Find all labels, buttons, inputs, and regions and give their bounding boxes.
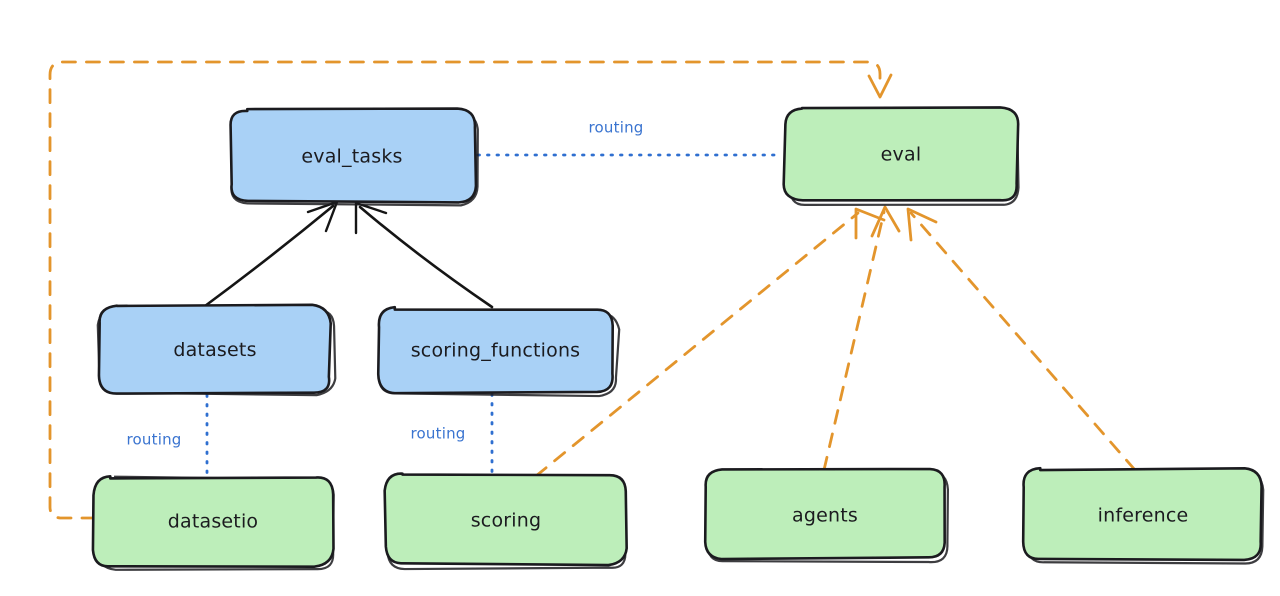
node-body[interactable] bbox=[383, 472, 628, 567]
edge-scoring_functions-to-eval_tasks[interactable] bbox=[354, 201, 494, 309]
node-body[interactable] bbox=[782, 106, 1020, 202]
node-body[interactable] bbox=[376, 305, 615, 395]
solid-edges-group bbox=[203, 200, 494, 309]
edge-label-routing-scoringfn-scoring: routing bbox=[411, 425, 466, 443]
dependency-edges-group bbox=[48, 60, 1137, 520]
node-label-scoring_functions: scoring_functions bbox=[411, 340, 581, 362]
node-body[interactable] bbox=[229, 107, 478, 204]
node-scoring_functions[interactable]: scoring_functions bbox=[376, 305, 621, 398]
routing-edges-group bbox=[205, 153, 784, 476]
edge-agents-to-eval[interactable] bbox=[822, 205, 901, 472]
node-label-datasets: datasets bbox=[173, 339, 256, 361]
edge-label-routing-datasets-datasetio: routing bbox=[127, 431, 182, 449]
node-datasetio[interactable]: datasetio bbox=[91, 474, 335, 571]
edge-label-routing-eval_tasks-eval: routing bbox=[589, 119, 644, 137]
node-body[interactable] bbox=[97, 303, 333, 395]
node-label-scoring: scoring bbox=[471, 510, 542, 532]
node-body[interactable] bbox=[703, 467, 946, 561]
edge-scoring-to-eval[interactable] bbox=[534, 207, 886, 478]
node-label-eval: eval bbox=[881, 144, 922, 166]
node-eval_tasks[interactable]: eval_tasks bbox=[229, 107, 479, 207]
edge-inference-to-eval[interactable] bbox=[906, 207, 1137, 472]
edge-datasets-to-eval_tasks[interactable] bbox=[203, 200, 339, 308]
node-body[interactable] bbox=[91, 474, 335, 568]
node-label-eval_tasks: eval_tasks bbox=[301, 146, 402, 168]
node-inference[interactable]: inference bbox=[1021, 466, 1265, 565]
nodes-group: eval_tasks eval datasets scoring_functionsd… bbox=[91, 106, 1265, 571]
edge-datasetio-to-eval[interactable] bbox=[48, 60, 893, 520]
node-datasets[interactable]: datasets bbox=[96, 303, 337, 397]
node-eval[interactable]: eval bbox=[782, 106, 1020, 206]
node-body[interactable] bbox=[1021, 466, 1263, 562]
node-label-agents: agents bbox=[792, 505, 858, 527]
edge-labels-group: routing routing routing bbox=[127, 119, 644, 449]
node-agents[interactable]: agents bbox=[703, 467, 950, 564]
node-scoring[interactable]: scoring bbox=[383, 472, 628, 571]
node-label-datasetio: datasetio bbox=[168, 511, 259, 533]
node-label-inference: inference bbox=[1098, 505, 1189, 527]
